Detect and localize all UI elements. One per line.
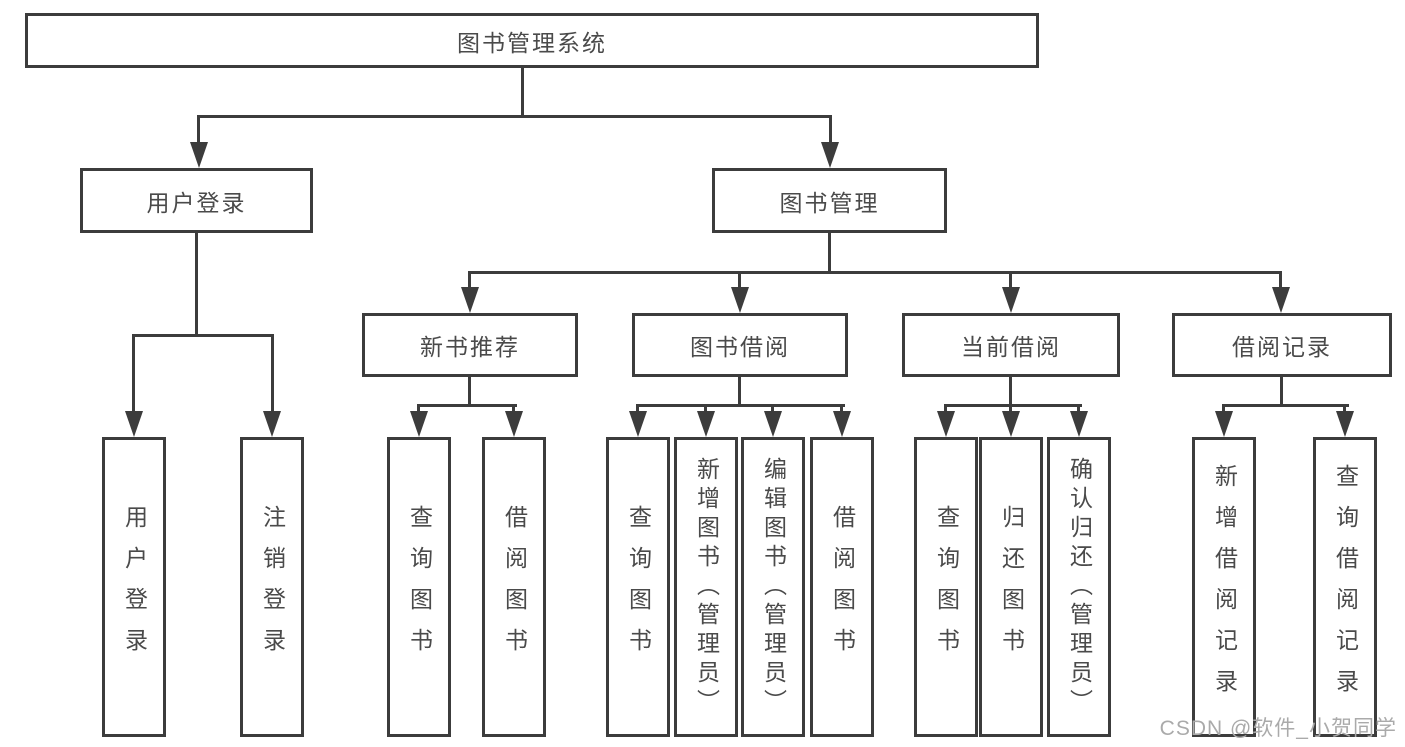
node-root-label: 图书管理系统 [457,29,607,56]
node-current-borrow-label: 当前借阅 [961,334,1061,360]
node-root-library-management-system: 图书管理系统 [25,13,1039,68]
node-book-borrow: 图书借阅 [632,313,848,377]
arrow-to-bb-borrow-books [833,411,851,437]
node-book-management: 图书管理 [712,168,947,233]
leaf-user-login: 用户登录 [102,437,166,737]
connector-book-management-down [828,233,831,274]
node-book-management-label: 图书管理 [779,189,880,216]
connector-bb-leaf2-drop [704,404,707,413]
connector-borrow-records-drop [1279,271,1282,289]
connector-rec-leaf1-drop [417,404,420,413]
connector-cb-down [1009,377,1012,406]
connector-bb-leaf3-drop [771,404,774,413]
node-book-borrow-label: 图书借阅 [690,334,790,360]
arrow-to-br-add-record [1215,411,1233,437]
connector-rec-leaf2-drop [512,404,515,413]
leaf-bb-borrow-books-label: 借阅图书 [829,505,856,669]
connector-user-login-rail [132,334,274,337]
connector-leaf-logout-drop [271,334,274,414]
connector-current-borrow-drop [1009,271,1012,289]
connector-cb-leaf3-drop [1077,404,1080,413]
connector-bb-leaf4-drop [840,404,843,413]
leaf-br-query-record-label: 查询借阅记录 [1332,464,1359,710]
leaf-bb-add-book-admin-label: 新增图书（管理员） [693,456,720,718]
csdn-watermark: CSDN @软件_小贺同学 [1159,717,1397,740]
connector-cb-rail [944,404,1082,407]
connector-user-login-drop [197,115,200,144]
arrow-to-leaf-user-login [125,411,143,437]
leaf-rec-borrow-books: 借阅图书 [482,437,546,737]
arrow-to-cb-confirm-return [1070,411,1088,437]
leaf-cb-return-books-label: 归还图书 [998,505,1025,669]
node-user-login-label: 用户登录 [146,189,247,216]
leaf-rec-query-books: 查询图书 [387,437,451,737]
arrow-to-cb-query-books [937,411,955,437]
arrow-to-current-borrow [1002,287,1020,313]
node-new-book-recommend-label: 新书推荐 [420,334,520,360]
arrow-to-leaf-logout [263,411,281,437]
arrow-to-user-login [190,142,208,168]
leaf-logout-label: 注销登录 [259,505,286,669]
connector-leaf-user-login-drop [132,334,135,414]
connector-br-leaf2-drop [1343,404,1346,413]
leaf-bb-edit-book-admin: 编辑图书（管理员） [741,437,805,737]
leaf-cb-confirm-return-admin: 确认归还（管理员） [1047,437,1111,737]
connector-book-management-drop [829,115,832,144]
leaf-cb-confirm-return-admin-label: 确认归还（管理员） [1066,456,1093,718]
leaf-bb-add-book-admin: 新增图书（管理员） [674,437,738,737]
arrow-to-bb-query-books [629,411,647,437]
node-new-book-recommend: 新书推荐 [362,313,578,377]
leaf-bb-query-books-label: 查询图书 [625,505,652,669]
connector-book-borrow-drop [738,271,741,289]
arrow-to-book-borrow [731,287,749,313]
connector-rec-down [468,377,471,406]
leaf-cb-return-books: 归还图书 [979,437,1043,737]
leaf-bb-query-books: 查询图书 [606,437,670,737]
arrow-to-cb-return-books [1002,411,1020,437]
leaf-bb-edit-book-admin-label: 编辑图书（管理员） [760,456,787,718]
connector-cb-leaf1-drop [944,404,947,413]
connector-bb-down [738,377,741,406]
connector-user-login-down [195,233,198,337]
connector-new-book-recommend-drop [468,271,471,289]
node-borrow-records-label: 借阅记录 [1232,334,1332,360]
leaf-br-add-record: 新增借阅记录 [1192,437,1256,737]
node-borrow-records: 借阅记录 [1172,313,1392,377]
connector-bb-leaf1-drop [636,404,639,413]
connector-level3-rail [468,271,1282,274]
connector-cb-leaf2-drop [1009,404,1012,413]
connector-br-rail [1222,404,1349,407]
connector-rec-rail [417,404,517,407]
leaf-br-add-record-label: 新增借阅记录 [1211,464,1238,710]
leaf-logout: 注销登录 [240,437,304,737]
connector-root-down [521,68,524,118]
arrow-to-bb-edit-book [764,411,782,437]
connector-level2-rail [197,115,832,118]
connector-br-leaf1-drop [1222,404,1225,413]
leaf-rec-query-books-label: 查询图书 [406,505,433,669]
arrow-to-new-book-recommend [461,287,479,313]
leaf-cb-query-books: 查询图书 [914,437,978,737]
arrow-to-book-management [821,142,839,168]
node-user-login: 用户登录 [80,168,313,233]
arrow-to-rec-borrow-books [505,411,523,437]
arrow-to-rec-query-books [410,411,428,437]
arrow-to-borrow-records [1272,287,1290,313]
arrow-to-bb-add-book [697,411,715,437]
leaf-br-query-record: 查询借阅记录 [1313,437,1377,737]
connector-bb-rail [636,404,845,407]
leaf-cb-query-books-label: 查询图书 [933,505,960,669]
leaf-rec-borrow-books-label: 借阅图书 [501,505,528,669]
connector-br-down [1280,377,1283,406]
node-current-borrow: 当前借阅 [902,313,1120,377]
leaf-bb-borrow-books: 借阅图书 [810,437,874,737]
arrow-to-br-query-record [1336,411,1354,437]
leaf-user-login-label: 用户登录 [121,505,148,669]
